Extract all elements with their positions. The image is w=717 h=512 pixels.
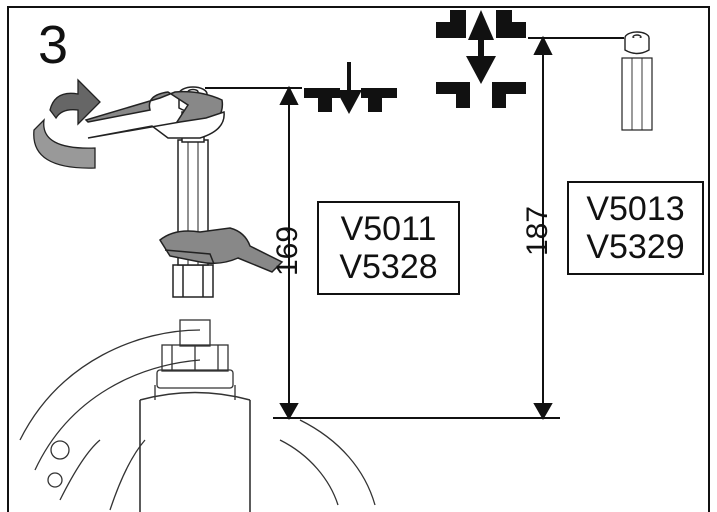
model-label: V5329: [586, 228, 685, 266]
dimension-187-line: [533, 35, 553, 421]
lower-wrench-icon: [159, 227, 284, 273]
dimension-169-line: [279, 85, 299, 421]
press-down-icon: [304, 62, 397, 114]
long-spindle-models-box: V5013 V5329: [567, 181, 704, 275]
dimension-169-label: 169: [271, 225, 305, 277]
valve-body: [19, 319, 376, 512]
step-number: 3: [38, 15, 69, 75]
rotate-arrow-icon: [33, 78, 101, 169]
dimension-187-label: 187: [521, 205, 555, 257]
model-label: V5328: [339, 248, 438, 286]
short-spindle-models-box: V5011 V5328: [317, 201, 460, 295]
upper-wrench-icon: [84, 90, 225, 139]
extend-retract-icon: [436, 10, 526, 108]
diagram-frame: [7, 6, 710, 512]
long-spindle: [621, 31, 653, 131]
model-label: V5011: [340, 210, 437, 248]
model-label: V5013: [586, 190, 685, 228]
